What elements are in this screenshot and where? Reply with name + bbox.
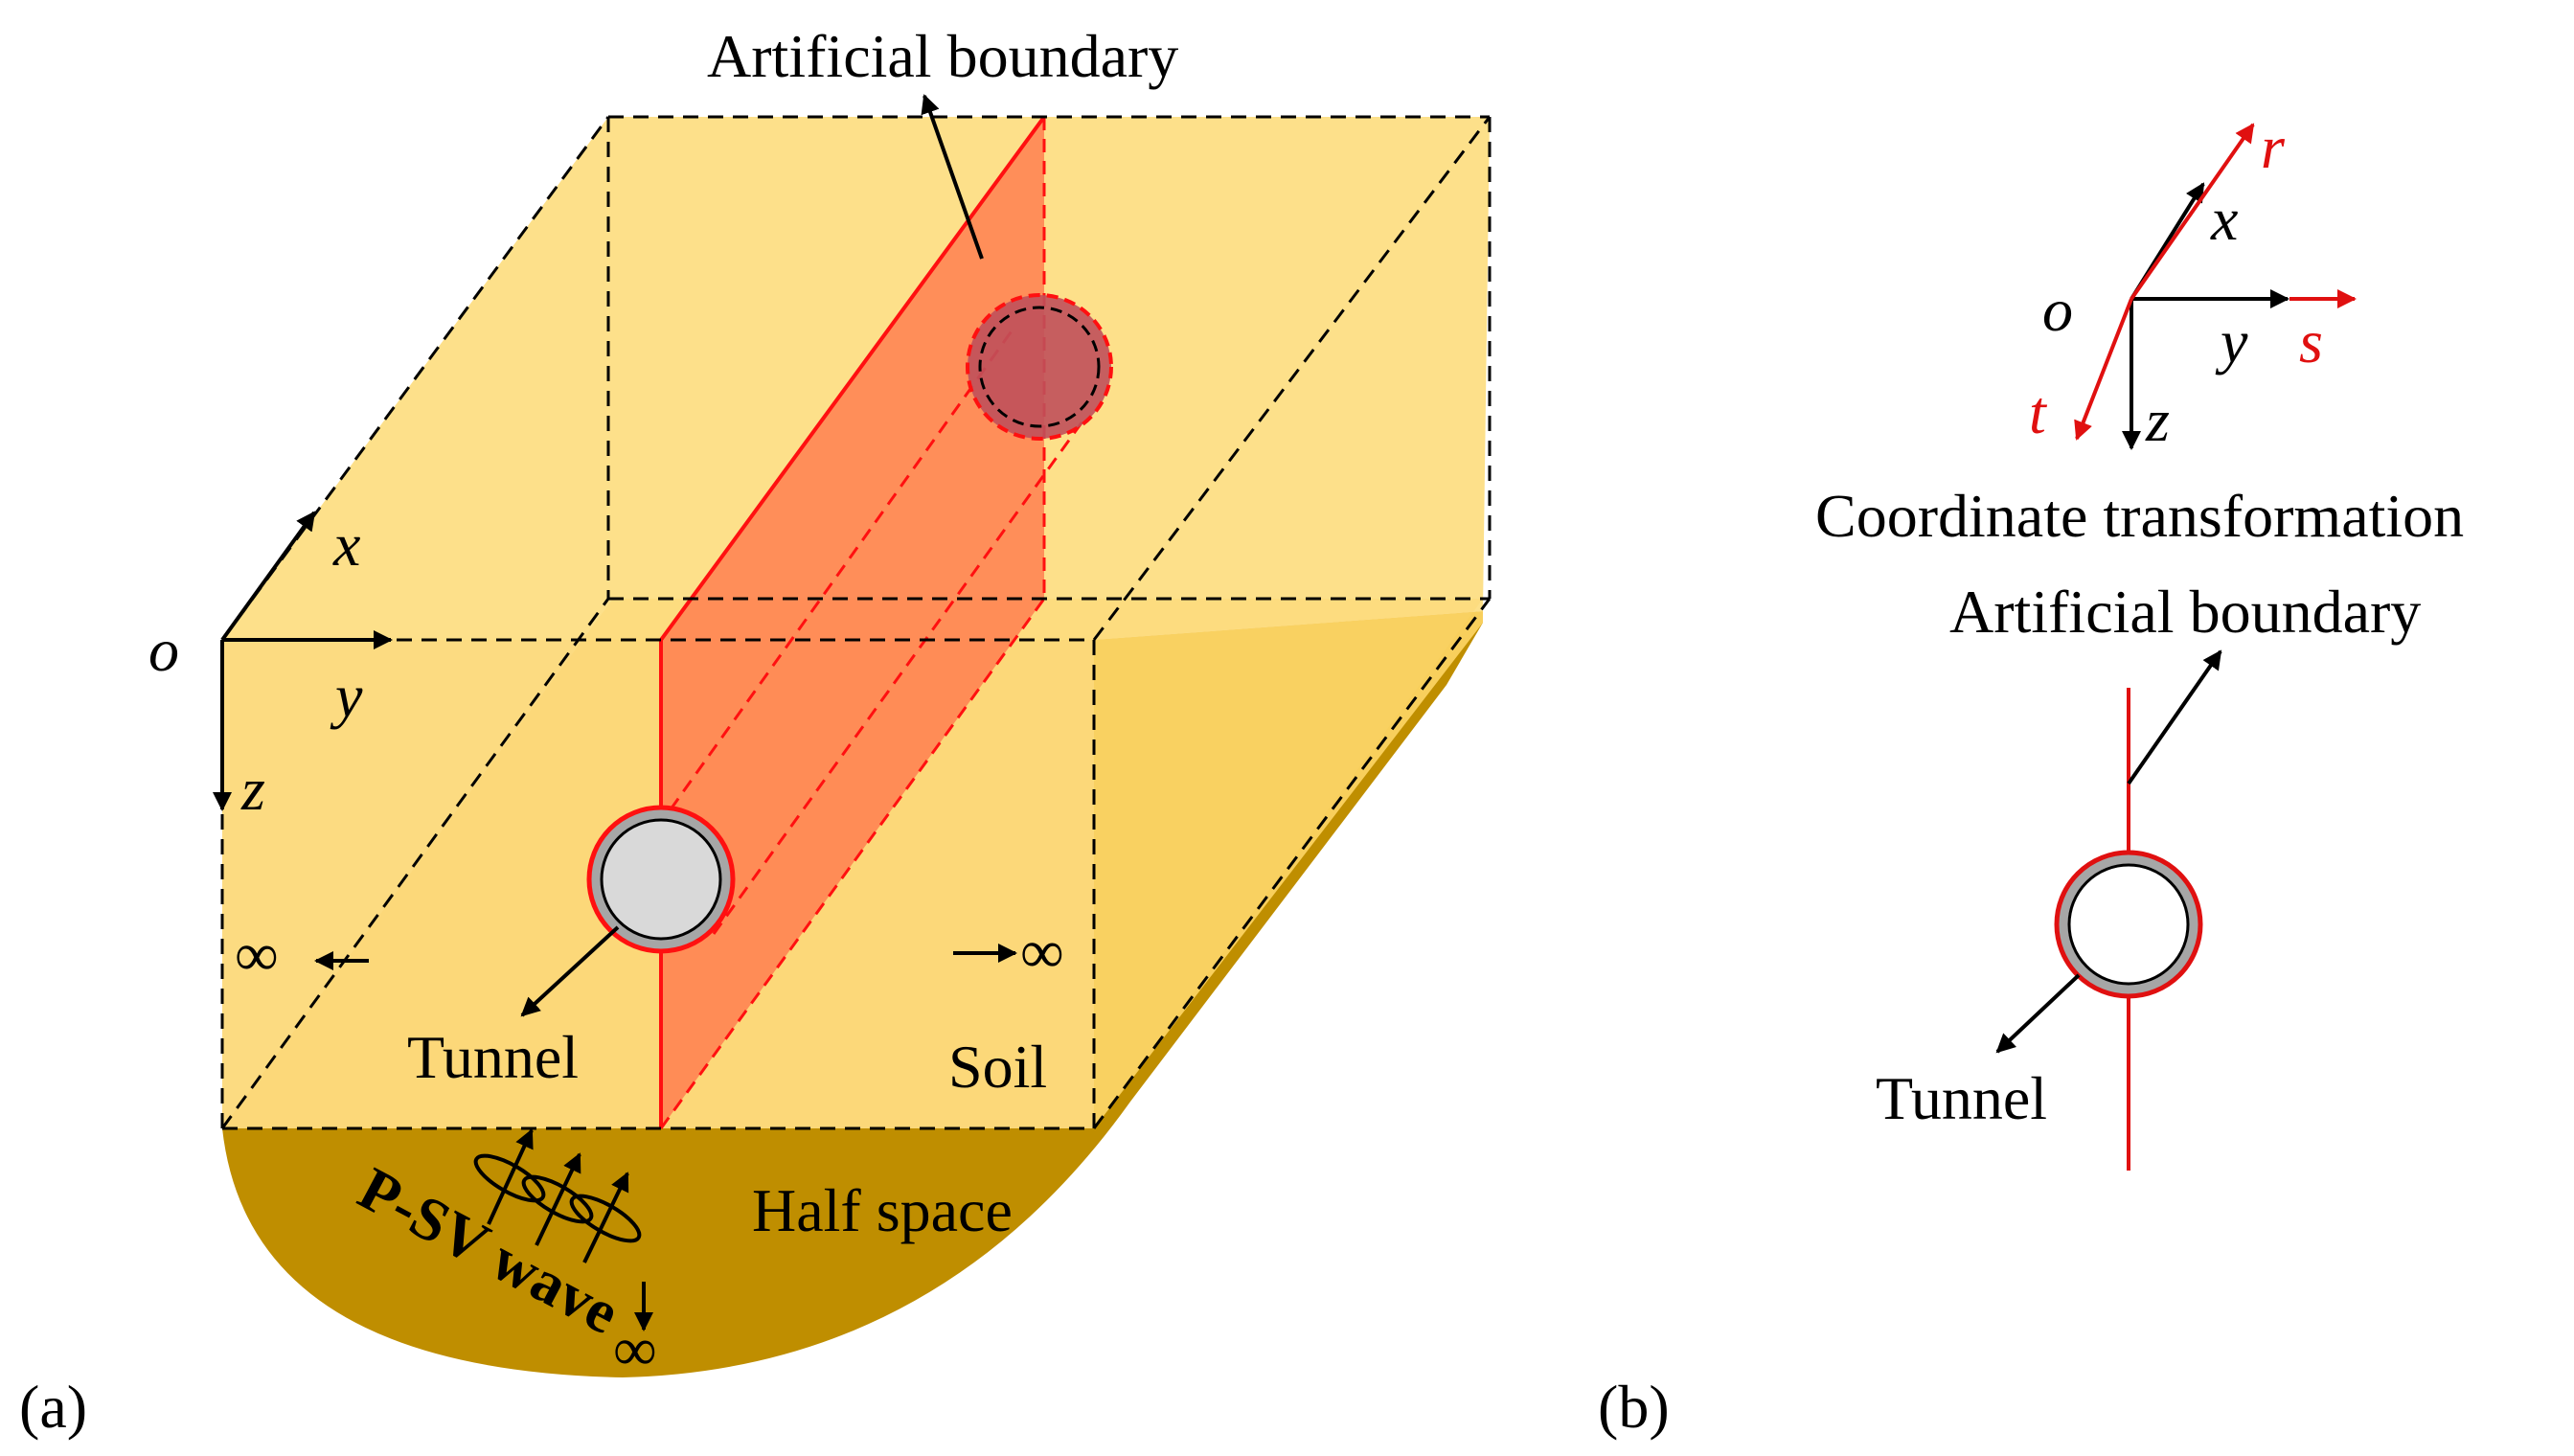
b-axis-z-label: z: [2145, 386, 2170, 454]
b-axis-x-label: x: [2210, 185, 2238, 253]
tunnel-far-inner: [978, 306, 1101, 428]
boundary-label-a: Artificial boundary: [707, 22, 1178, 90]
wave-arrows: [473, 1128, 653, 1331]
axis-origin-label: o: [148, 616, 179, 684]
b-tunnel-pointer: [1995, 973, 2081, 1054]
b-axis-origin-label: o: [2042, 276, 2073, 344]
panel-b: o x y z r s t Coordinate transformation …: [1598, 113, 2464, 1441]
axis-x-label: x: [332, 511, 360, 579]
panel-b-label: (b): [1598, 1373, 1670, 1441]
tunnel-axis-line-upper: [669, 325, 1017, 810]
tunnel-lining: [600, 818, 722, 941]
boundary-label-b: Artificial boundary: [1949, 578, 2421, 646]
tunnel-label-a: Tunnel: [407, 1023, 579, 1091]
panel-a: o x y z Artificial boundary ∞ ∞ Tunnel S…: [19, 22, 1492, 1441]
b-tunnel-inner: [2067, 863, 2190, 986]
tunnel-label-b: Tunnel: [1876, 1064, 2047, 1132]
b-axis-t-arrow: [2074, 298, 2133, 441]
panel-a-label: (a): [19, 1373, 87, 1441]
infinity-right: ∞: [1020, 918, 1064, 986]
axis-y-label: y: [330, 662, 363, 730]
soil-label: Soil: [948, 1033, 1047, 1101]
axis-z-label: z: [240, 755, 265, 823]
boundary-pointer-a: [921, 94, 984, 260]
axis-x-arrow: [220, 511, 316, 642]
infinity-left: ∞: [235, 921, 279, 989]
b-axis-s-label: s: [2299, 307, 2323, 375]
tunnel-axis-line-lower: [712, 421, 1084, 935]
tunnel-pointer-a: [520, 925, 620, 1017]
b-axis-r-label: r: [2261, 113, 2286, 181]
infinity-bottom: ∞: [613, 1315, 657, 1383]
tunnel-far-end: [966, 293, 1113, 441]
b-axis-r-arrow: [2130, 123, 2255, 301]
b-axis-t-label: t: [2029, 378, 2048, 446]
b-axis-y-label: y: [2215, 307, 2248, 375]
boundary-edge-top: [659, 115, 1046, 642]
half-space-label: Half space: [752, 1176, 1013, 1244]
coord-transform-label: Coordinate transformation: [1815, 482, 2464, 550]
b-boundary-pointer: [2127, 649, 2222, 785]
